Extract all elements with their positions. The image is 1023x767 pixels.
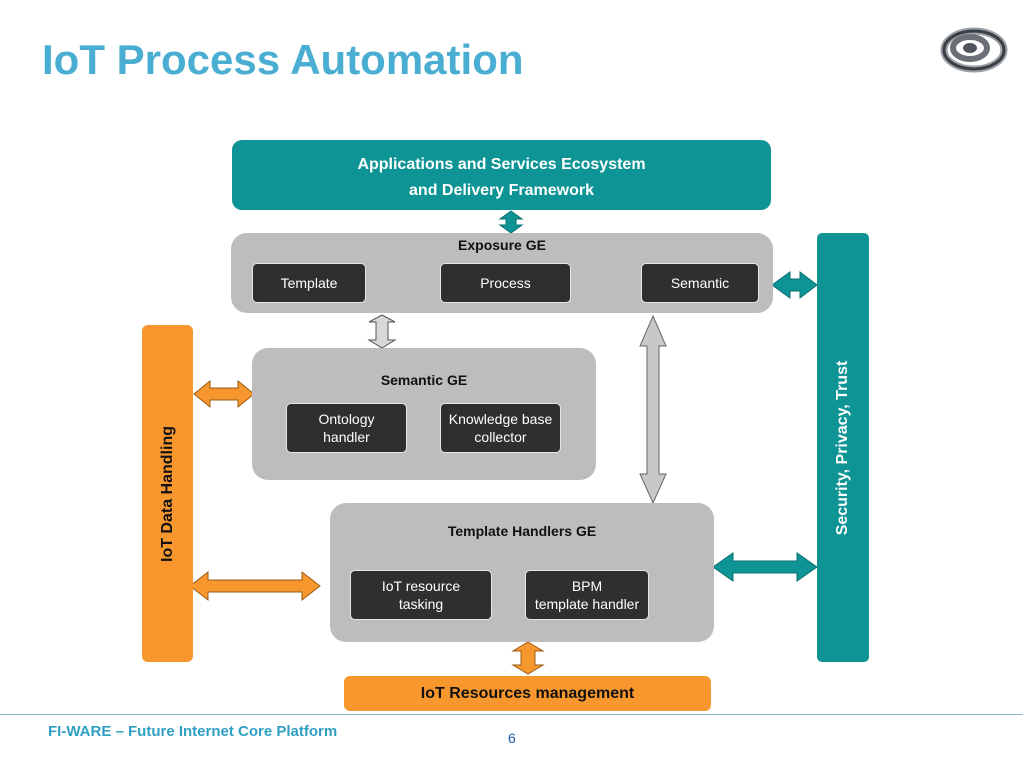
security-privacy-trust-bar: Security, Privacy, Trust	[817, 233, 869, 662]
iot-resources-management-box: IoT Resources management	[344, 676, 711, 711]
arrow-iotdata-templatehandlers	[189, 570, 321, 602]
knowledge-line1: Knowledge base	[448, 411, 553, 427]
exposure-process-box: Process	[440, 263, 571, 303]
ecosystem-line1: Applications and Services Ecosystem	[357, 156, 646, 173]
knowledge-line2: collector	[474, 429, 527, 445]
arrow-templatehandlers-resources	[511, 641, 545, 675]
ontology-handler-box: Ontology handler	[286, 403, 407, 453]
arrow-iotdata-semantic	[193, 379, 255, 409]
knowledge-base-box: Knowledge base collector	[440, 403, 561, 453]
page-number: 6	[508, 730, 516, 746]
semantic-ge-title: Semantic GE	[380, 372, 468, 388]
page-title: IoT Process Automation	[42, 36, 524, 83]
semantic-ge-box: Semantic GE Ontology handler Knowledge b…	[252, 348, 596, 480]
bpm-line2: template handler	[534, 596, 640, 612]
tasking-line2: tasking	[398, 596, 444, 612]
ecosystem-box: Applications and Services Ecosystem and …	[232, 140, 771, 210]
tasking-line1: IoT resource	[381, 578, 461, 594]
exposure-ge-box: Exposure GE Template Process Semantic	[231, 233, 773, 313]
template-handlers-ge-title: Template Handlers GE	[447, 523, 597, 539]
bpm-line1: BPM	[571, 578, 603, 594]
arrow-exposure-semantic	[367, 314, 397, 349]
footer-text: FI-WARE – Future Internet Core Platform	[48, 723, 338, 740]
exposure-ge-title: Exposure GE	[458, 237, 546, 253]
arrow-templatehandlers-security	[712, 552, 818, 582]
arrow-exposure-templatehandlers	[639, 314, 667, 505]
ontology-line1: Ontology	[318, 411, 375, 427]
ecosystem-line2: and Delivery Framework	[409, 182, 594, 199]
exposure-template-box: Template	[252, 263, 366, 303]
logo-icon	[936, 22, 1008, 78]
footer-divider	[0, 714, 1023, 715]
iot-data-handling-bar: IoT Data Handling	[142, 325, 193, 662]
exposure-semantic-box: Semantic	[641, 263, 759, 303]
template-handlers-ge-box: Template Handlers GE IoT resource taskin…	[330, 503, 714, 642]
arrow-ecosystem-exposure	[498, 210, 524, 234]
ontology-line2: handler	[323, 429, 370, 445]
bpm-template-handler-box: BPM template handler	[525, 570, 649, 620]
iot-resource-tasking-box: IoT resource tasking	[350, 570, 492, 620]
iot-data-handling-label: IoT Data Handling	[158, 425, 176, 562]
arrow-exposure-security	[771, 270, 818, 300]
security-privacy-trust-label: Security, Privacy, Trust	[834, 360, 851, 535]
